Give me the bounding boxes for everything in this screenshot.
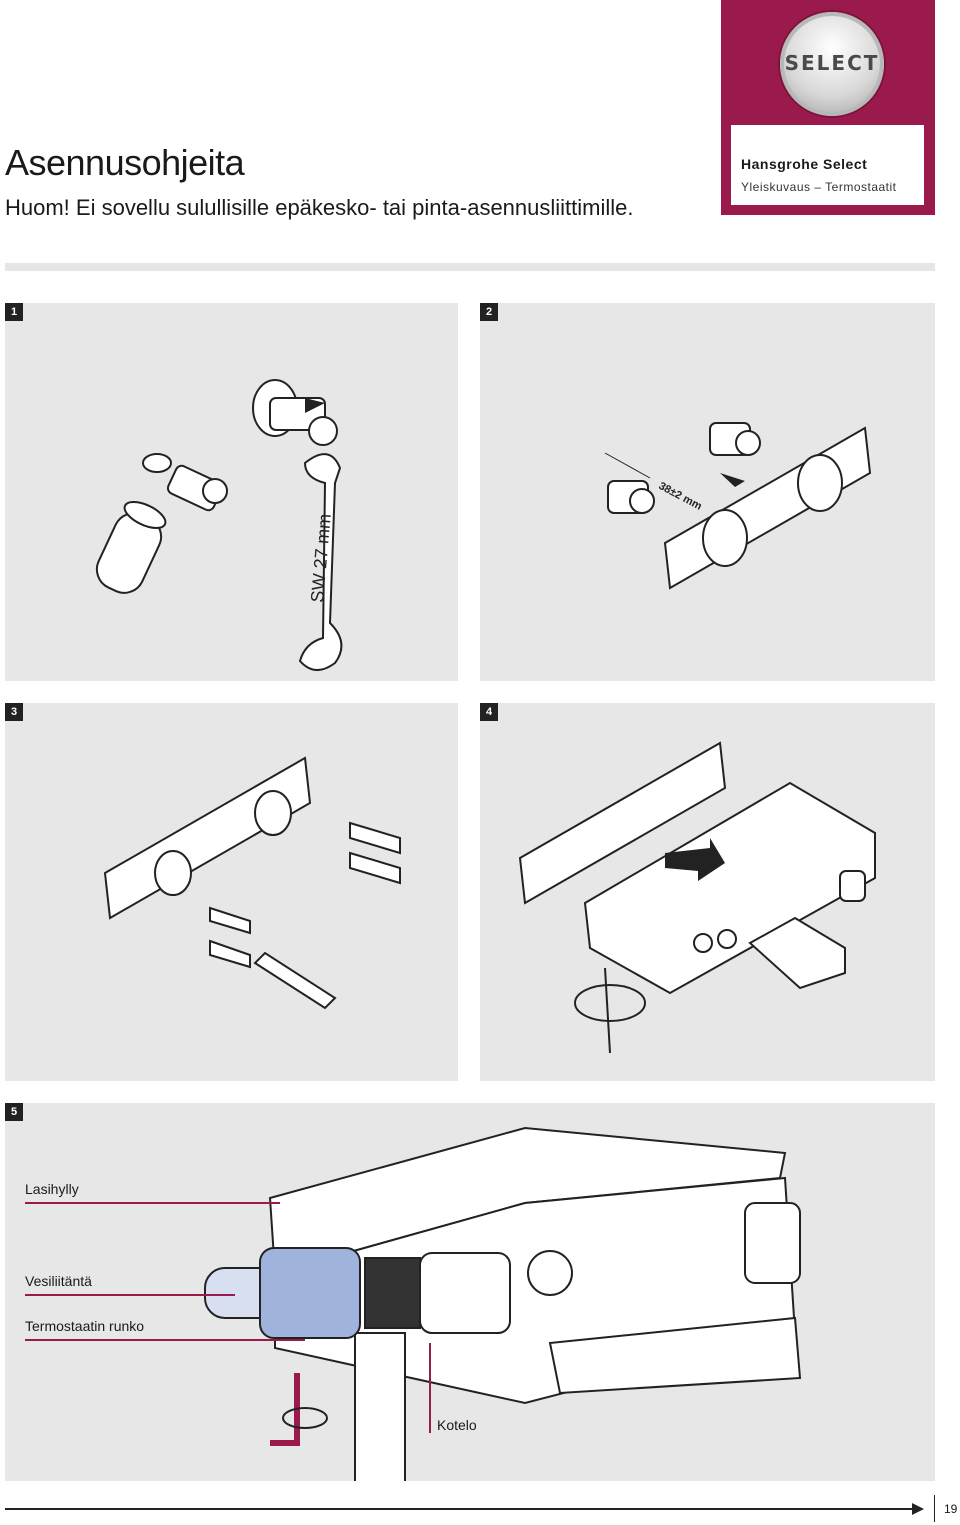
hex-key-icon — [270, 1373, 300, 1446]
footer-arrow-icon — [912, 1503, 924, 1515]
badge-text: SELECT — [784, 51, 880, 75]
brand-name: Hansgrohe Select — [741, 156, 868, 172]
arrow-icon — [720, 473, 745, 487]
screw-icon — [209, 906, 251, 935]
page-title: Asennusohjeita — [5, 142, 245, 183]
cartridge-icon — [259, 1247, 361, 1339]
callout-thermostat-body: Termostaatin runko — [25, 1318, 145, 1334]
spacing-dimension: 38±2 mm — [657, 480, 704, 513]
spout-icon — [748, 916, 846, 990]
step-panel-3: 3 — [5, 703, 458, 1081]
knob-icon — [839, 870, 866, 902]
step-4-illustration — [518, 741, 876, 1054]
step-panel-5: 5 Lasihylly Vesiliitäntä Termostaatin ru… — [5, 1103, 935, 1481]
mounting-plate-icon — [518, 741, 727, 905]
hex-key-icon — [604, 967, 611, 1054]
arrow-icon — [665, 838, 725, 881]
wrench-icon — [298, 453, 343, 671]
screw-icon — [209, 939, 251, 969]
step-number: 4 — [480, 703, 498, 721]
step-3-illustration — [103, 756, 401, 1010]
step-number: 1 — [5, 303, 23, 321]
select-logo-badge: SELECT — [780, 12, 884, 116]
rotation-arrow-icon — [282, 1407, 328, 1429]
brand-box: SELECT Hansgrohe Select Yleiskuvaus – Te… — [721, 0, 935, 215]
callout-glass-shelf: Lasihylly — [25, 1181, 79, 1197]
washer-icon — [142, 453, 172, 473]
screw-icon — [349, 851, 401, 885]
page-number: 19 — [944, 1502, 958, 1516]
footer-rule — [5, 1508, 915, 1510]
callout-housing: Kotelo — [437, 1417, 477, 1433]
pipe-icon — [354, 1332, 406, 1481]
step-2-illustration: 38±2 mm — [604, 422, 872, 590]
mounting-plate-icon — [103, 756, 312, 920]
footer-separator — [934, 1495, 935, 1522]
step-number: 2 — [480, 303, 498, 321]
thermostat-core-icon — [364, 1257, 421, 1329]
spout-icon — [548, 1316, 802, 1395]
brand-card: Hansgrohe Select Yleiskuvaus – Termostaa… — [731, 125, 924, 205]
step-number: 5 — [5, 1103, 23, 1121]
step-panel-4: 4 — [480, 703, 935, 1081]
screw-icon — [349, 821, 401, 855]
thermostat-body-icon — [583, 781, 876, 995]
brand-category: Yleiskuvaus – Termostaatit — [741, 180, 897, 194]
step-panel-1: 1 SW 27 mm — [5, 303, 458, 681]
callout-water-connection: Vesiliitäntä — [25, 1273, 92, 1289]
step-panel-2: 2 38±2 mm — [480, 303, 935, 681]
header-divider — [5, 263, 935, 271]
step-1-illustration: SW 27 mm — [95, 379, 343, 671]
knob-icon — [744, 1202, 801, 1284]
arrow-icon — [305, 398, 325, 413]
step-5-cutaway-illustration — [25, 1126, 802, 1481]
screwdriver-icon — [253, 951, 337, 1010]
page-note: Huom! Ei sovellu sulullisille epäkesko- … — [5, 195, 634, 220]
step-number: 3 — [5, 703, 23, 721]
